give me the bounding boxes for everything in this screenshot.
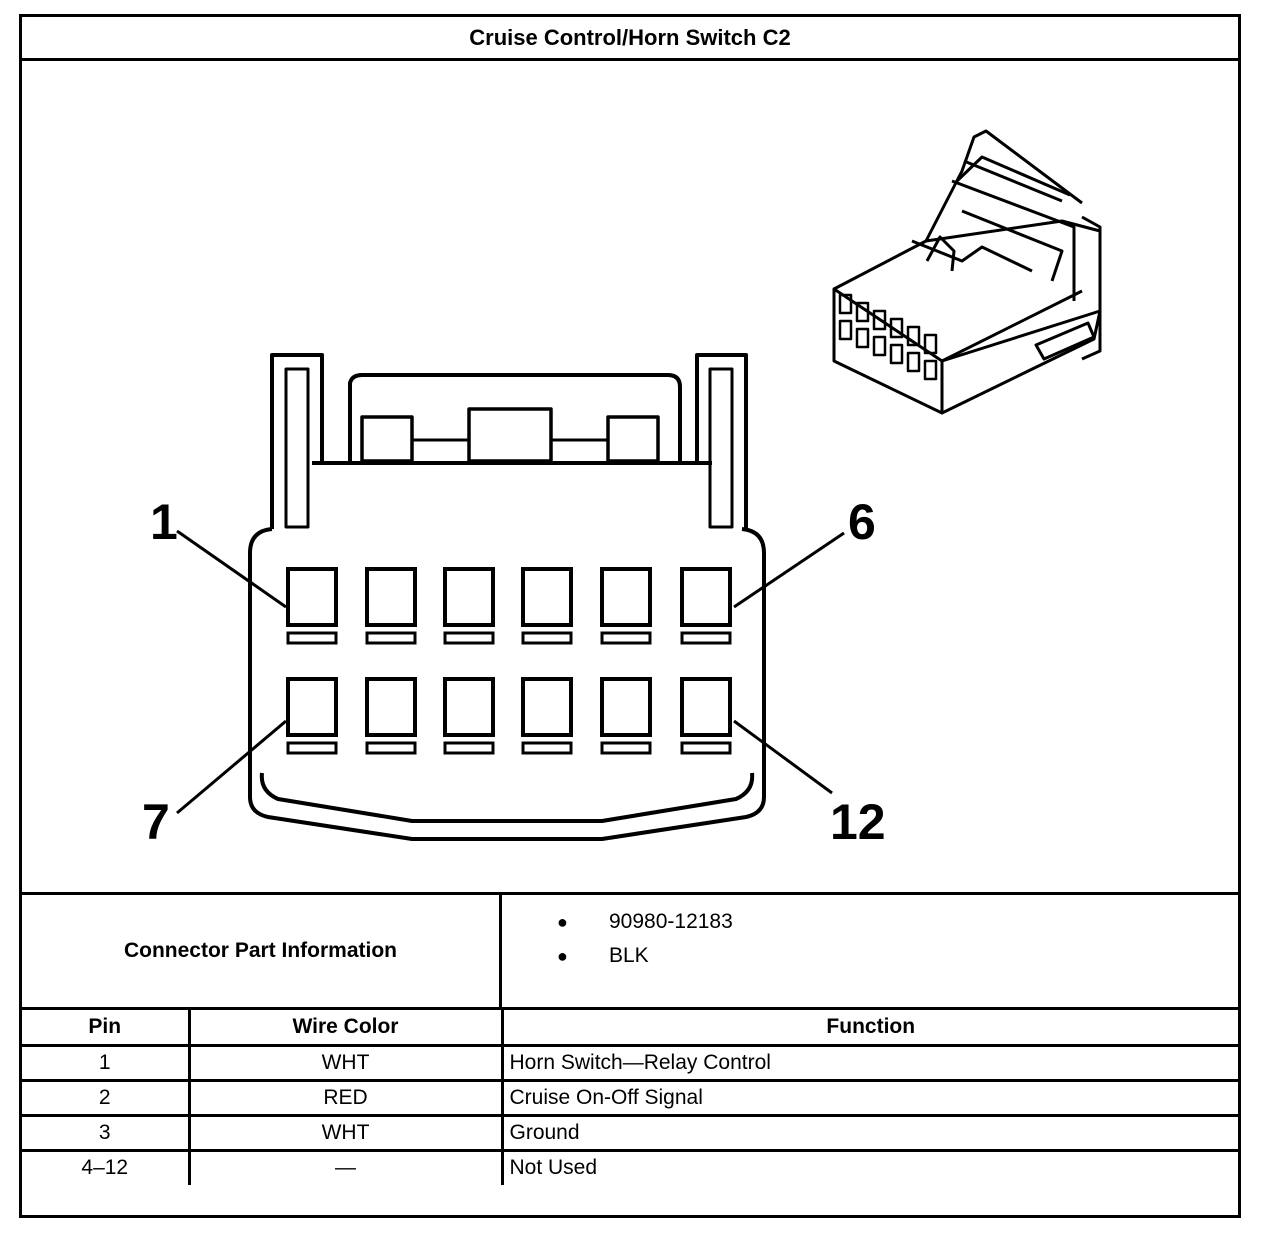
cavity-3: [443, 567, 495, 627]
cavity-8: [365, 677, 417, 737]
pin-label-1: 1: [150, 494, 178, 550]
cavity-lock-12: [680, 741, 732, 755]
cavity-lock-7: [286, 741, 338, 755]
pin-12-leader-line: [733, 719, 833, 795]
pin-cell: 1: [22, 1043, 191, 1082]
bullet-icon: ●: [557, 912, 568, 932]
function-cell: Cruise On-Off Signal: [500, 1078, 1238, 1117]
iso-cavity: [923, 333, 938, 355]
cavity-lock-3: [443, 631, 495, 645]
cavity-lock-10: [521, 741, 573, 755]
iso-cavity: [838, 319, 853, 341]
cavity-lock-9: [443, 741, 495, 755]
iso-cavity: [906, 351, 921, 373]
cavity-lock-11: [600, 741, 652, 755]
wire-color-cell: —: [187, 1148, 504, 1185]
cavity-5: [600, 567, 652, 627]
pin-label-6: 6: [848, 494, 876, 550]
cavity-lock-8: [365, 741, 417, 755]
cavity-11: [600, 677, 652, 737]
pin-1-leader-line: [176, 529, 287, 609]
iso-cavity: [906, 325, 921, 347]
cavity-1: [286, 567, 338, 627]
connector-face-drawing: 1 6 7 12: [142, 129, 1102, 850]
bullet-icon: ●: [557, 946, 568, 966]
connector-sheet: Cruise Control/Horn Switch C2: [19, 14, 1241, 1218]
part-number-item: ● 90980-12183: [502, 905, 733, 939]
pin-table-header-row: Pin Wire Color Function: [22, 1010, 1238, 1047]
pin-cell: 4–12: [22, 1148, 191, 1185]
pin-label-7: 7: [142, 794, 170, 850]
connector-part-info-list: ● 90980-12183 ● BLK: [502, 905, 733, 973]
function-cell: Ground: [500, 1113, 1238, 1152]
part-number: 90980-12183: [609, 910, 733, 933]
page-title: Cruise Control/Horn Switch C2: [22, 17, 1238, 61]
wire-color-cell: WHT: [187, 1043, 504, 1082]
iso-cavity: [855, 327, 870, 349]
iso-cavity: [889, 317, 904, 339]
cavity-lock-4: [521, 631, 573, 645]
function-column-header: Function: [500, 1010, 1238, 1047]
iso-cavity: [838, 293, 853, 315]
pin-column-header: Pin: [22, 1010, 191, 1047]
cavity-2: [365, 567, 417, 627]
connector-diagram: 1 6 7 12: [22, 61, 1238, 895]
cavity-12: [680, 677, 732, 737]
cavity-7: [286, 677, 338, 737]
cavity-lock-1: [286, 631, 338, 645]
cavity-4: [521, 567, 573, 627]
connector-part-info-label: Connector Part Information: [22, 895, 502, 1007]
cavity-lock-5: [600, 631, 652, 645]
table-row: 3 WHT Ground: [22, 1113, 1238, 1152]
cavity-lock-6: [680, 631, 732, 645]
cavity-9: [443, 677, 495, 737]
connector-color-item: ● BLK: [502, 939, 733, 973]
wire-color-cell: RED: [187, 1078, 504, 1117]
pin-table: Pin Wire Color Function 1 WHT Horn Switc…: [22, 1010, 1238, 1185]
table-row: 2 RED Cruise On-Off Signal: [22, 1078, 1238, 1117]
pin-cell: 2: [22, 1078, 191, 1117]
wire-color-cell: WHT: [187, 1113, 504, 1152]
function-cell: Horn Switch—Relay Control: [500, 1043, 1238, 1082]
iso-cavity: [855, 301, 870, 323]
connector-color: BLK: [609, 944, 649, 967]
pin-label-12: 12: [830, 794, 886, 850]
iso-cavity: [872, 309, 887, 331]
pin-cell: 3: [22, 1113, 191, 1152]
table-row: 4–12 — Not Used: [22, 1148, 1238, 1185]
iso-cavity: [923, 359, 938, 381]
pin-6-leader-line: [733, 531, 845, 609]
pin-7-leader-line: [176, 719, 287, 815]
wire-color-column-header: Wire Color: [187, 1010, 504, 1047]
cavity-lock-2: [365, 631, 417, 645]
table-row: 1 WHT Horn Switch—Relay Control: [22, 1043, 1238, 1082]
function-cell: Not Used: [500, 1148, 1238, 1185]
cavity-6: [680, 567, 732, 627]
iso-cavity: [889, 343, 904, 365]
connector-isometric-view: [832, 129, 1102, 415]
connector-part-info: Connector Part Information ● 90980-12183…: [22, 892, 1238, 1010]
cavity-10: [521, 677, 573, 737]
iso-cavity: [872, 335, 887, 357]
